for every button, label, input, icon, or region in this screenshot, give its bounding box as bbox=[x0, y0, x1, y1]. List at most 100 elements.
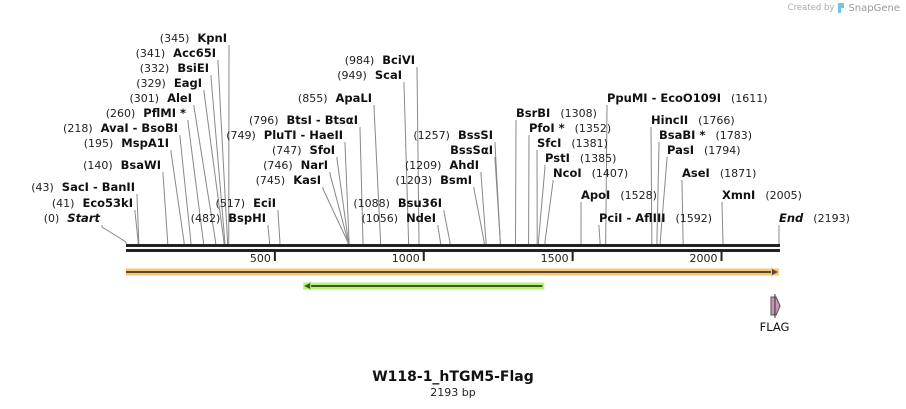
site-name[interactable]: AleI bbox=[167, 91, 192, 105]
site-name[interactable]: PluTI - HaeII bbox=[264, 128, 343, 142]
site-name[interactable]: BssSI bbox=[458, 128, 493, 142]
site-connector-line bbox=[437, 225, 441, 244]
restriction-site[interactable]: BsaWI(140) bbox=[83, 158, 161, 172]
site-name[interactable]: PflMI * bbox=[143, 106, 186, 120]
restriction-site[interactable]: Eco53kI(41) bbox=[52, 196, 133, 210]
restriction-site[interactable]: NarI(746) bbox=[263, 158, 328, 172]
map-title: W118-1_hTGM5-Flag bbox=[372, 369, 534, 385]
restriction-site[interactable]: AvaI - BsoBI(218) bbox=[63, 121, 178, 135]
site-name[interactable]: AvaI - BsoBI bbox=[101, 121, 178, 135]
ruler-tick-label: 2000 bbox=[690, 252, 718, 265]
site-name[interactable]: AseI bbox=[682, 166, 710, 180]
restriction-site[interactable]: BsiEI(332) bbox=[140, 61, 209, 75]
site-name[interactable]: PasI bbox=[667, 143, 694, 157]
restriction-site[interactable]: ApaLI(855) bbox=[298, 91, 372, 105]
site-name[interactable]: HincII bbox=[651, 113, 688, 127]
site-name[interactable]: BsiEI bbox=[177, 61, 209, 75]
restriction-site[interactable]: BsmI(1203) bbox=[396, 173, 472, 187]
site-name[interactable]: BssSαI bbox=[450, 143, 493, 157]
site-name[interactable]: BtsI - BtsαI bbox=[287, 113, 358, 127]
orf-reverse-feature[interactable] bbox=[303, 281, 545, 291]
site-name[interactable]: BsrBI bbox=[516, 106, 550, 120]
restriction-site[interactable]: PluTI - HaeII(749) bbox=[226, 128, 343, 142]
flag-arrow-shape[interactable] bbox=[770, 296, 781, 316]
site-position: (1381) bbox=[571, 137, 608, 150]
site-position: (329) bbox=[136, 77, 166, 90]
site-name[interactable]: End bbox=[779, 211, 804, 225]
restriction-site[interactable]: PciI - AflIII(1592) bbox=[599, 211, 712, 225]
site-position: (2005) bbox=[765, 189, 802, 202]
restriction-site[interactable]: SfoI(747) bbox=[272, 143, 335, 157]
site-name[interactable]: XmnI bbox=[722, 188, 755, 202]
backbone-bottom-strand bbox=[126, 249, 780, 252]
site-name[interactable]: Start bbox=[67, 211, 100, 225]
restriction-site[interactable]: Bsu36I(1088) bbox=[353, 196, 442, 210]
restriction-site[interactable]: NdeI(1056) bbox=[361, 211, 436, 225]
site-name[interactable]: KasI bbox=[293, 173, 321, 187]
site-name[interactable]: AhdI bbox=[449, 158, 479, 172]
restriction-site[interactable]: PasI(1794) bbox=[667, 143, 741, 157]
restriction-site[interactable]: AseI(1871) bbox=[682, 166, 756, 180]
site-position: (1528) bbox=[620, 189, 657, 202]
restriction-site[interactable]: PfoI *(1352) bbox=[529, 121, 611, 135]
site-name[interactable]: ScaI bbox=[375, 68, 402, 82]
restriction-site[interactable]: Start(0) bbox=[44, 211, 101, 225]
site-name[interactable]: EagI bbox=[174, 76, 202, 90]
sequence-backbone bbox=[126, 244, 780, 252]
site-name[interactable]: SacI - BanII bbox=[62, 180, 135, 194]
restriction-site[interactable]: SfcI (1381) bbox=[537, 136, 608, 150]
site-name[interactable]: BciVI bbox=[382, 53, 415, 67]
restriction-site[interactable]: EagI (329) bbox=[136, 76, 202, 90]
restriction-site[interactable]: NcoI(1407) bbox=[553, 166, 628, 180]
restriction-site[interactable]: BssSI (1257) bbox=[413, 128, 493, 142]
orf-forward-feature[interactable] bbox=[126, 267, 779, 277]
restriction-site[interactable]: BssSαI bbox=[450, 143, 493, 157]
site-name[interactable]: PciI - AflIII bbox=[599, 211, 666, 225]
site-name[interactable]: NcoI bbox=[553, 166, 582, 180]
site-name[interactable]: BsaWI bbox=[121, 158, 161, 172]
site-name[interactable]: PstI bbox=[545, 151, 570, 165]
restriction-site[interactable]: AhdI(1209) bbox=[405, 158, 479, 172]
restriction-site[interactable]: BsaBI *(1783) bbox=[659, 128, 752, 142]
restriction-site[interactable]: MspA1I(195) bbox=[84, 136, 169, 150]
site-name[interactable]: Acc65I bbox=[173, 46, 216, 60]
restriction-site[interactable]: BsrBI(1308) bbox=[516, 106, 597, 120]
site-name[interactable]: BsaBI * bbox=[659, 128, 705, 142]
site-name[interactable]: ApaLI bbox=[336, 91, 373, 105]
restriction-site[interactable]: ApoI (1528) bbox=[581, 188, 657, 202]
restriction-site[interactable]: KpnI(345) bbox=[160, 31, 227, 45]
site-name[interactable]: Eco53kI bbox=[82, 196, 133, 210]
restriction-site[interactable]: End(2193) bbox=[779, 211, 850, 225]
restriction-site[interactable]: PstI(1385) bbox=[545, 151, 616, 165]
flag-tag-feature[interactable]: FLAG bbox=[760, 294, 790, 334]
site-labels: KpnI(345)Acc65I(341)BsiEI(332)EagI(329)A… bbox=[31, 31, 850, 225]
site-name[interactable]: EciI bbox=[253, 196, 276, 210]
site-name[interactable]: ApoI bbox=[581, 188, 610, 202]
restriction-site[interactable]: EciI(517) bbox=[216, 196, 277, 210]
site-name[interactable]: PpuMI - EcoO109I bbox=[607, 91, 721, 105]
restriction-site[interactable]: XmnI (2005) bbox=[722, 188, 802, 202]
restriction-site[interactable]: BspHI(482) bbox=[191, 211, 266, 225]
restriction-site[interactable]: HincII(1766) bbox=[651, 113, 735, 127]
restriction-site[interactable]: PpuMI - EcoO109I(1611) bbox=[607, 91, 768, 105]
site-name[interactable]: Bsu36I bbox=[398, 196, 442, 210]
site-name[interactable]: PfoI * bbox=[529, 121, 565, 135]
site-name[interactable]: MspA1I bbox=[121, 136, 169, 150]
site-position: (1257) bbox=[413, 129, 450, 142]
restriction-site[interactable]: AleI(301) bbox=[129, 91, 192, 105]
site-name[interactable]: BsmI bbox=[440, 173, 472, 187]
site-name[interactable]: SfcI bbox=[537, 136, 561, 150]
restriction-site[interactable]: SacI - BanII(43) bbox=[31, 180, 135, 194]
restriction-site[interactable]: ScaI(949) bbox=[337, 68, 402, 82]
site-name[interactable]: SfoI bbox=[310, 143, 335, 157]
restriction-site[interactable]: BtsI - BtsαI(796) bbox=[249, 113, 358, 127]
restriction-site[interactable]: PflMI *(260) bbox=[106, 106, 186, 120]
restriction-site[interactable]: KasI(745) bbox=[256, 173, 321, 187]
site-name[interactable]: NarI bbox=[301, 158, 328, 172]
restriction-site[interactable]: Acc65I(341) bbox=[136, 46, 216, 60]
site-name[interactable]: NdeI bbox=[406, 211, 436, 225]
restriction-site[interactable]: BciVI(984) bbox=[345, 53, 415, 67]
site-name[interactable]: BspHI bbox=[228, 211, 266, 225]
site-name[interactable]: KpnI bbox=[197, 31, 227, 45]
flag-label: FLAG bbox=[760, 320, 790, 334]
